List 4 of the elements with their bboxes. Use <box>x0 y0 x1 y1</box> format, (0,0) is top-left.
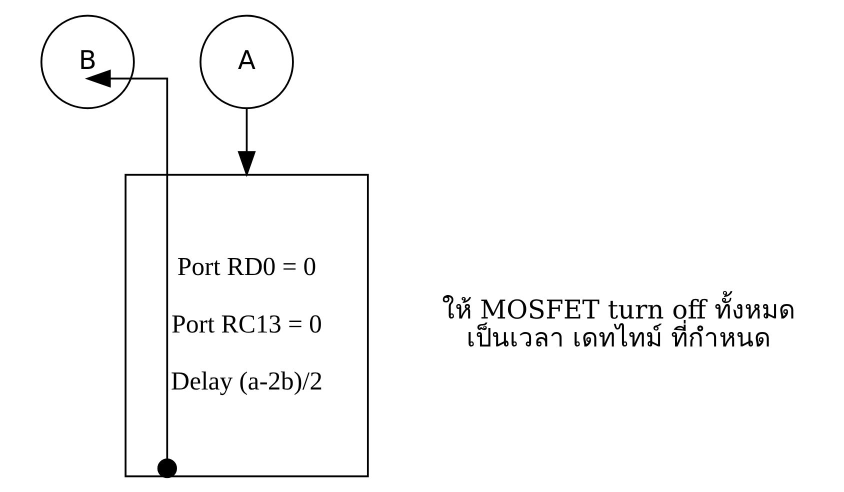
node-circle: A <box>200 14 294 110</box>
arrow <box>84 70 177 478</box>
arrow <box>238 108 256 178</box>
node-circle: B <box>40 14 135 110</box>
